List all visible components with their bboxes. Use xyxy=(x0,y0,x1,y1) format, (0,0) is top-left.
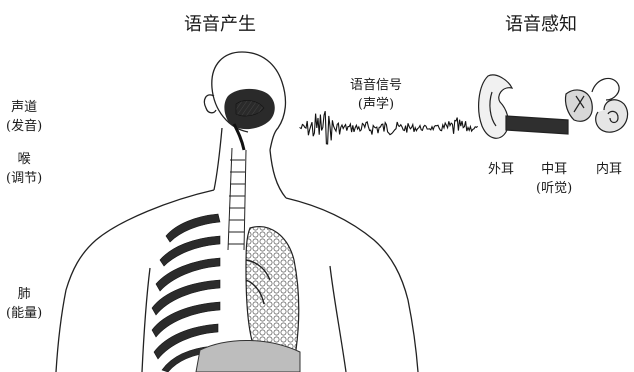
semicircular-canals xyxy=(592,78,619,100)
arm-right-inner xyxy=(330,266,346,372)
label-vocal-tract: 声道 (发音) xyxy=(6,98,42,136)
label-vocal-tract-note: (发音) xyxy=(6,117,42,136)
inner-ear-cochlea xyxy=(596,100,628,132)
label-inner-ear: 内耳 xyxy=(596,160,622,179)
label-lungs-name: 肺 xyxy=(6,285,42,304)
ear-illustration xyxy=(479,75,628,138)
trachea xyxy=(228,148,246,250)
shoulder-right xyxy=(286,198,418,372)
label-speech-signal: 语音信号 (声学) xyxy=(350,76,402,114)
neck-outline xyxy=(214,128,286,198)
label-larynx-note: (调节) xyxy=(6,169,42,188)
label-lungs: 肺 (能量) xyxy=(6,285,42,323)
label-middle-ear: 中耳 (听觉) xyxy=(536,160,572,198)
vocal-tract xyxy=(224,89,274,150)
title-speech-production: 语音产生 xyxy=(184,10,256,36)
label-speech-signal-note: (声学) xyxy=(350,95,402,114)
label-vocal-tract-name: 声道 xyxy=(6,98,42,117)
shoulder-left xyxy=(56,190,214,372)
label-inner-ear-name: 内耳 xyxy=(596,160,622,179)
title-speech-perception: 语音感知 xyxy=(505,10,577,36)
label-larynx-name: 喉 xyxy=(6,150,42,169)
middle-ear-ossicles xyxy=(565,90,592,121)
speech-waveform xyxy=(300,111,478,144)
label-outer-ear-name: 外耳 xyxy=(488,160,514,179)
label-middle-ear-note: (听觉) xyxy=(536,179,572,198)
lung xyxy=(246,227,299,360)
arm-left-inner xyxy=(142,268,150,372)
ear-canal xyxy=(506,116,568,134)
label-speech-signal-name: 语音信号 xyxy=(350,76,402,95)
label-outer-ear: 外耳 xyxy=(488,160,514,179)
label-larynx: 喉 (调节) xyxy=(6,150,42,188)
label-middle-ear-name: 中耳 xyxy=(536,160,572,179)
label-lungs-note: (能量) xyxy=(6,304,42,323)
